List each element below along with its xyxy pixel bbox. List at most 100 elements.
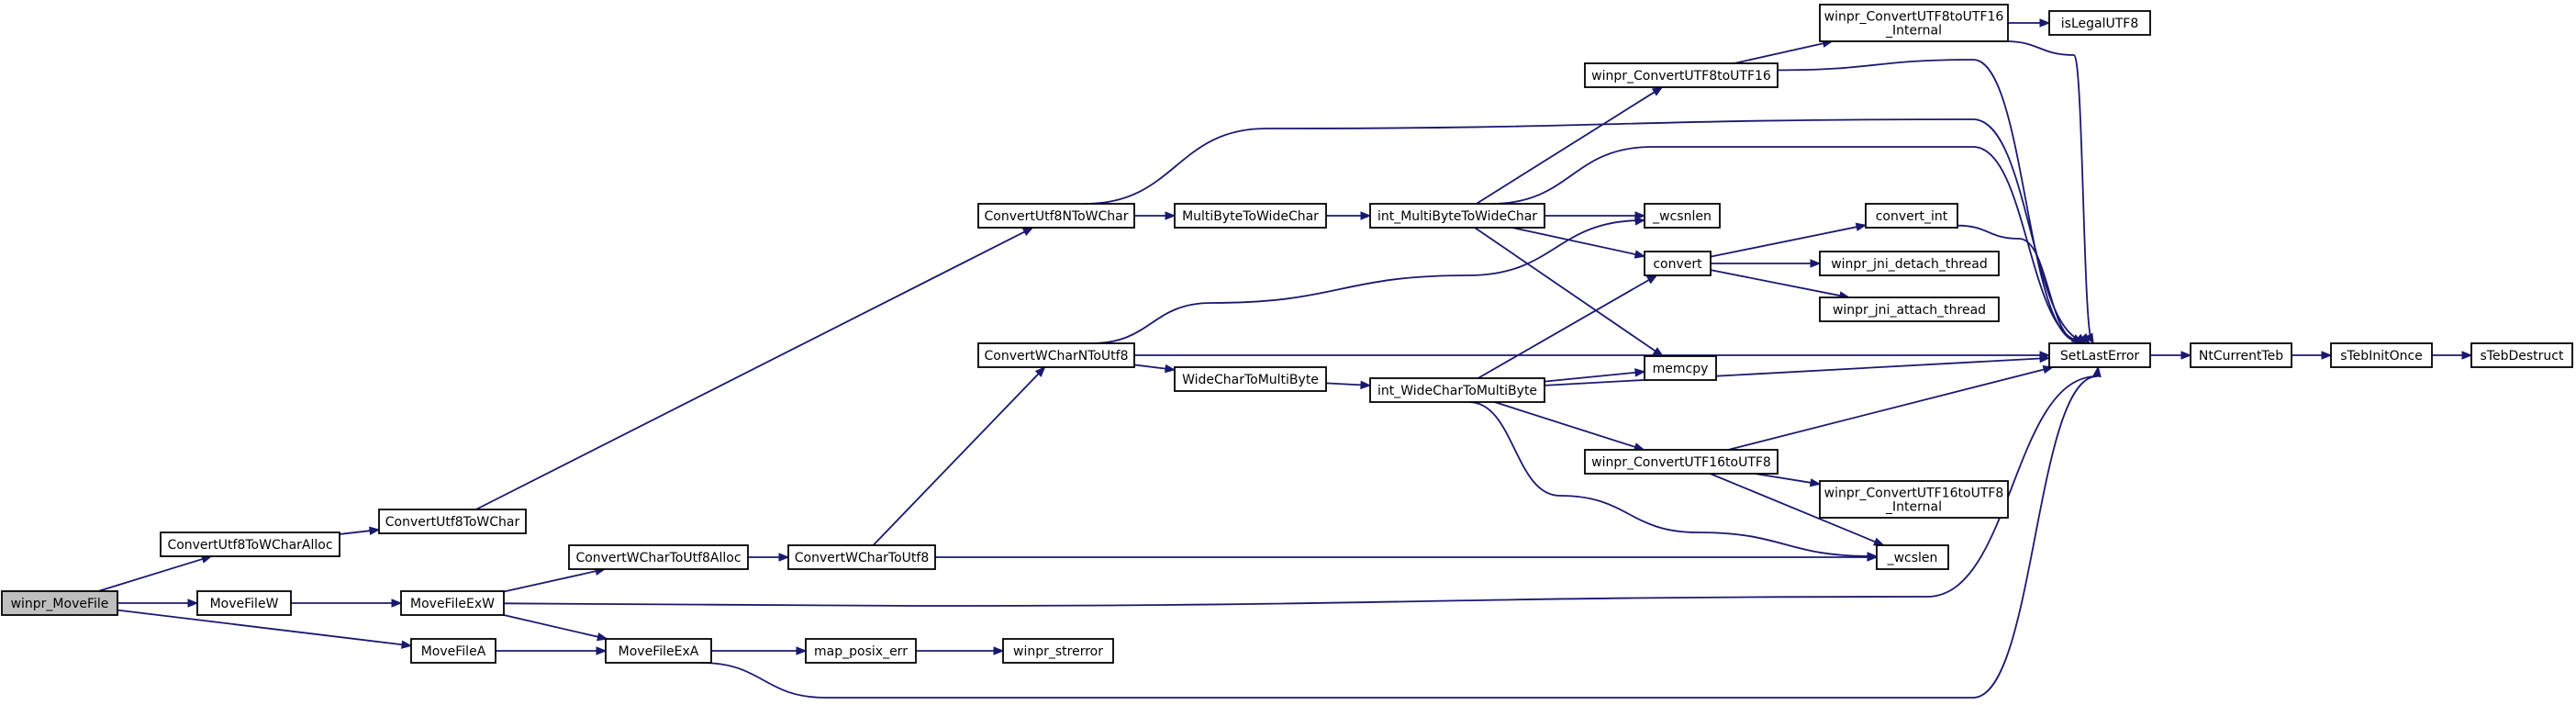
node-box — [2190, 342, 2292, 368]
edge-winpr-move-file-to-move-file-a — [117, 609, 413, 649]
node-move-file-w[interactable]: MoveFileW — [196, 590, 292, 616]
arrowhead-icon — [2461, 351, 2473, 360]
edge-convert-utf8-nto-wchar-to-multi-byte-to-wide-char — [1134, 211, 1176, 220]
node-label: ConvertUtf8ToWChar — [385, 515, 520, 530]
node-multi-byte-to-wide-char[interactable]: MultiByteToWideChar — [1174, 203, 1327, 229]
node-is-legal-utf8[interactable]: isLegalUTF8 — [2048, 10, 2151, 36]
edge-line — [1325, 382, 1362, 386]
edge-line — [1957, 224, 2080, 342]
node-box — [1369, 377, 1545, 403]
arrowhead-icon — [1634, 211, 1646, 220]
node-box — [410, 638, 496, 664]
node-convert-utf8-to-wchar-alloc[interactable]: ConvertUtf8ToWCharAlloc — [160, 532, 340, 557]
edge-move-file-ex-a-to-set-last-error — [701, 365, 2102, 699]
node-box — [1369, 203, 1545, 229]
node-box — [1819, 297, 2000, 322]
node-winpr-strerror[interactable]: winpr_strerror — [1002, 638, 1114, 664]
arrowhead-icon — [796, 646, 808, 655]
node-wcslen[interactable]: _wcslen — [1876, 544, 1949, 570]
edge-nt-current-teb-to-s-teb-init-once — [2292, 351, 2333, 360]
node-box — [1876, 544, 1949, 570]
node-wide-char-to-multi-byte[interactable]: WideCharToMultiByte — [1174, 366, 1327, 392]
node-label: WideCharToMultiByte — [1182, 373, 1319, 387]
node-winpr-move-file[interactable]: winpr_MoveFile — [1, 590, 118, 616]
node-convert-wchar-to-utf8[interactable]: ConvertWCharToUtf8 — [787, 544, 936, 570]
node-label: ConvertWCharNToUtf8 — [985, 349, 1129, 364]
node-label: winpr_ConvertUTF16toUTF8 — [1824, 487, 2004, 501]
node-label: isLegalUTF8 — [2061, 17, 2138, 31]
node-label: _Internal — [1885, 500, 1942, 515]
node-winpr-convert-utf8to-utf16-internal[interactable]: winpr_ConvertUTF8toUTF16_Internal — [1819, 4, 2009, 42]
edge-winpr-convert-utf8to-utf16-internal-to-set-last-error — [2005, 40, 2094, 345]
edge-s-teb-init-once-to-s-teb-destruct — [2432, 351, 2473, 360]
node-winpr-jni-detach-thread[interactable]: winpr_jni_detach_thread — [1819, 251, 2000, 276]
node-nt-current-teb[interactable]: NtCurrentTeb — [2190, 342, 2292, 368]
arrowhead-icon — [369, 526, 381, 535]
node-winpr-convert-utf16to-utf8[interactable]: winpr_ConvertUTF16toUTF8 — [1584, 449, 1779, 475]
node-box — [1174, 366, 1327, 392]
node-wcsnlen[interactable]: _wcsnlen — [1644, 203, 1721, 229]
edge-line — [97, 558, 204, 592]
node-convert-utf8-nto-wchar[interactable]: ConvertUtf8NToWChar — [977, 203, 1135, 229]
node-convert-wchar-nto-utf8[interactable]: ConvertWCharNToUtf8 — [977, 342, 1135, 368]
edge-convert-utf8-to-wchar-alloc-to-convert-utf8-to-wchar — [339, 526, 381, 535]
node-convert-int[interactable]: convert_int — [1865, 203, 1958, 229]
edge-line — [1727, 368, 2045, 451]
edge-move-file-w-to-move-file-ex-w — [291, 599, 403, 608]
node-box — [160, 532, 340, 557]
node-label: _wcslen — [1887, 551, 1938, 565]
edge-line — [1755, 473, 1812, 484]
arrowhead-icon — [1855, 222, 1868, 231]
node-map-posix-err[interactable]: map_posix_err — [805, 638, 917, 664]
node-label: ConvertUtf8ToWCharAlloc — [167, 538, 332, 553]
node-convert-wchar-to-utf8-alloc[interactable]: ConvertWCharToUtf8Alloc — [568, 544, 749, 570]
arrowhead-icon — [1651, 86, 1664, 96]
node-s-teb-init-once[interactable]: sTebInitOnce — [2330, 342, 2433, 368]
arrowhead-icon — [2039, 353, 2051, 364]
node-move-file-a[interactable]: MoveFileA — [410, 638, 496, 664]
arrowhead-icon — [596, 646, 608, 655]
node-int-wide-char-to-multi-byte[interactable]: int_WideCharToMultiByte — [1369, 377, 1545, 403]
node-label: winpr_jni_attach_thread — [1833, 303, 1986, 318]
node-label: ConvertWCharToUtf8 — [795, 551, 930, 565]
node-convert-utf8-to-wchar[interactable]: ConvertUtf8ToWChar — [378, 509, 527, 534]
arrowhead-icon — [778, 553, 790, 562]
node-move-file-ex-a[interactable]: MoveFileExA — [605, 638, 712, 664]
edge-winpr-move-file-to-convert-utf8-to-wchar-alloc — [97, 554, 213, 592]
arrowhead-icon — [2092, 365, 2102, 378]
node-set-last-error[interactable]: SetLastError — [2048, 342, 2151, 368]
edge-line — [1710, 226, 1857, 258]
edge-multi-byte-to-wide-char-to-int-multi-byte-to-wide-char — [1326, 211, 1372, 220]
node-winpr-convert-utf16to-utf8-internal[interactable]: winpr_ConvertUTF16toUTF8_Internal — [1819, 480, 2009, 519]
arrowhead-icon — [1809, 478, 1822, 487]
edge-int-multi-byte-to-wide-char-to-wcsnlen — [1544, 211, 1646, 220]
node-winpr-convert-utf8to-utf16[interactable]: winpr_ConvertUTF8toUTF16 — [1584, 62, 1779, 88]
node-convert[interactable]: convert — [1644, 251, 1712, 276]
node-int-multi-byte-to-wide-char[interactable]: int_MultiByteToWideChar — [1369, 203, 1545, 229]
node-label: winpr_ConvertUTF16toUTF8 — [1591, 455, 1771, 470]
node-label: MoveFileExA — [619, 644, 699, 659]
node-box — [2330, 342, 2433, 368]
arrowhead-icon — [597, 632, 608, 642]
node-box — [196, 590, 292, 616]
edge-int-multi-byte-to-wide-char-to-convert — [1511, 227, 1646, 259]
node-box — [1174, 203, 1327, 229]
node-move-file-ex-w[interactable]: MoveFileExW — [400, 590, 505, 616]
node-memcpy[interactable]: memcpy — [1644, 355, 1717, 381]
node-box — [605, 638, 712, 664]
node-box — [2470, 342, 2573, 368]
arrowhead-icon — [1872, 537, 1885, 546]
node-box — [1865, 203, 1958, 229]
edge-line — [503, 570, 597, 593]
node-winpr-jni-attach-thread[interactable]: winpr_jni_attach_thread — [1819, 297, 2000, 322]
edge-line — [1511, 227, 1636, 255]
edge-convert-wchar-to-utf8-alloc-to-convert-wchar-to-utf8 — [748, 553, 790, 562]
node-box — [1644, 203, 1721, 229]
edge-set-last-error-to-nt-current-teb — [2150, 351, 2192, 360]
node-s-teb-destruct[interactable]: sTebDestruct — [2470, 342, 2573, 368]
arrowhead-icon — [2180, 351, 2192, 360]
node-label: winpr_jni_detach_thread — [1831, 257, 1988, 272]
node-label: SetLastError — [2060, 349, 2140, 364]
node-box — [977, 342, 1135, 368]
node-label: MoveFileA — [421, 644, 486, 659]
